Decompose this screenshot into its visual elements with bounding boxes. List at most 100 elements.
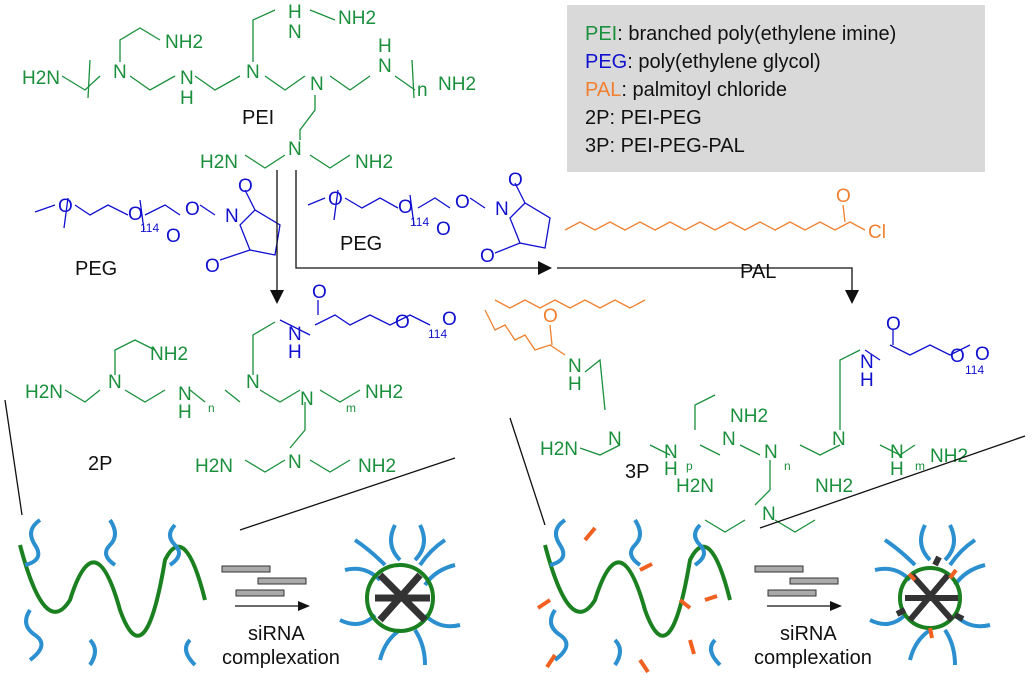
legend-pei-abbr: PEI — [585, 23, 617, 45]
chem-label: N — [890, 442, 904, 463]
chem-label: N — [722, 429, 736, 450]
sirna-arrow-right: siRNA complexation — [754, 565, 872, 669]
chem-label: 114 — [965, 363, 984, 377]
chem-label: NH2 — [365, 382, 403, 403]
chem-label: O — [398, 197, 413, 218]
chem-label: H — [378, 36, 392, 57]
3p-polymer-cartoon — [536, 518, 732, 674]
legend-box: PEI: branched poly(ethylene imine) PEG: … — [567, 5, 985, 172]
chem-label: H — [860, 370, 874, 391]
chem-label: N — [113, 62, 127, 83]
chem-label: H — [288, 2, 302, 23]
chem-label: H2N — [25, 382, 63, 403]
chem-label: O — [166, 226, 181, 247]
chem-label: N — [860, 352, 874, 373]
legend-pal-abbr: PAL — [585, 79, 621, 101]
3p-label: 3P — [625, 461, 649, 483]
chem-label: H — [890, 459, 904, 480]
chem-label: N — [288, 139, 302, 160]
legend-3p: 3P: PEI-PEG-PAL — [585, 135, 745, 157]
2p-polymer-cartoon — [18, 518, 207, 667]
chem-label: n — [417, 80, 428, 101]
chem-label: H2N — [22, 68, 60, 89]
chem-label: O — [328, 189, 343, 210]
legend-pal-desc: : palmitoyl chloride — [621, 79, 787, 101]
chem-label: N — [288, 22, 302, 43]
sirna-label-right: siRNA — [780, 623, 837, 645]
pei-label: PEI — [242, 107, 274, 129]
chem-label: O — [480, 246, 495, 267]
chem-label: O — [836, 186, 851, 207]
chem-label: NH2 — [355, 152, 393, 173]
chem-label: N — [225, 206, 239, 227]
chem-label: O — [886, 314, 901, 335]
legend-peg-abbr: PEG — [585, 51, 627, 73]
chem-label: 114 — [428, 327, 447, 341]
chem-label: N — [288, 324, 302, 345]
chem-label: N — [246, 372, 260, 393]
chem-label: O — [950, 346, 965, 367]
2p-structure: O N H O 114 O H2N N NH2 N H n N N m NH2 … — [25, 282, 457, 477]
chem-label: N — [300, 389, 314, 410]
chem-label: N — [246, 62, 260, 83]
chem-label: m — [915, 459, 925, 473]
chem-label: N — [762, 504, 776, 525]
chem-label: N — [832, 429, 846, 450]
chem-label: N — [108, 372, 122, 393]
chem-label: N — [178, 384, 192, 405]
peg-label-left: PEG — [75, 258, 117, 280]
chem-label: N — [495, 199, 509, 220]
sirna-arrow-left: siRNA complexation — [221, 565, 340, 669]
chem-label: NH2 — [438, 74, 476, 95]
complexation-label-left: complexation — [222, 647, 340, 669]
3p-structure: O N H O N H O 114 O H2N N N H p NH2 N N … — [484, 299, 990, 533]
chem-label: NH2 — [358, 456, 396, 477]
chem-label: 114 — [140, 221, 159, 235]
chem-label: N — [180, 68, 194, 89]
chem-label: O — [205, 256, 220, 277]
arrow-head — [270, 290, 284, 304]
legend-pei-desc: : branched poly(ethylene imine) — [617, 23, 896, 45]
legend-peg-desc: : poly(ethylene glycol) — [627, 51, 820, 73]
chem-label: NH2 — [338, 8, 376, 29]
chem-label: N — [608, 429, 622, 450]
2p-label: 2P — [88, 453, 112, 475]
peg-label-middle: PEG — [340, 233, 382, 255]
chem-label: H — [288, 342, 302, 363]
chem-label: H — [180, 88, 194, 109]
chem-label: NH2 — [730, 406, 768, 427]
pei-structure: H2N N NH2 N H N H N NH2 N H N n NH2 PEI … — [22, 2, 476, 173]
chem-label: N — [288, 452, 302, 473]
pal-label: PAL — [740, 261, 776, 283]
chem-label: O — [128, 204, 143, 225]
chem-label: H2N — [676, 476, 714, 497]
chem-label: N — [664, 442, 678, 463]
chem-label: O — [312, 282, 327, 303]
chem-label: H2N — [200, 152, 238, 173]
chem-label: O — [395, 312, 410, 333]
chem-label: NH2 — [815, 476, 853, 497]
chem-label: O — [455, 192, 470, 213]
complexation-label-right: complexation — [754, 647, 872, 669]
chem-label: H — [664, 459, 678, 480]
chem-label: n — [208, 401, 215, 415]
chem-label: O — [508, 170, 523, 191]
chem-label: N — [378, 56, 392, 77]
svg-text:PEI: branched poly(ethylene im: PEI: branched poly(ethylene imine) — [585, 23, 896, 45]
chem-label: p — [686, 459, 693, 473]
chem-label: H2N — [195, 456, 233, 477]
chem-label: O — [238, 176, 253, 197]
chem-label: N — [764, 442, 778, 463]
legend-2p: 2P: PEI-PEG — [585, 107, 702, 129]
chem-label: 114 — [410, 215, 429, 229]
chem-label: O — [975, 344, 990, 365]
chem-label: m — [346, 401, 356, 415]
arrow-head — [845, 290, 859, 304]
chem-label: n — [784, 459, 791, 473]
chem-label: NH2 — [150, 344, 188, 365]
chem-label: N — [568, 356, 582, 377]
svg-text:PEG: poly(ethylene glycol): PEG: poly(ethylene glycol) — [585, 51, 821, 73]
chem-label: N — [310, 74, 324, 95]
pal-reagent: O Cl PAL — [564, 186, 886, 283]
